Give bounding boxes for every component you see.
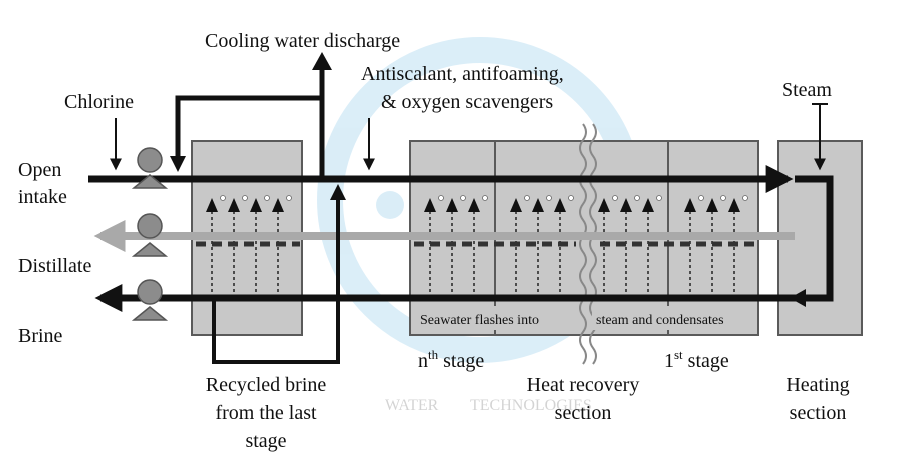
heating-section-label-line2: section <box>790 402 847 424</box>
open-intake-label-line2: intake <box>18 186 67 208</box>
vapor-arrowhead <box>510 198 522 212</box>
condensate-drop <box>220 195 226 201</box>
vapor-arrowhead <box>728 198 740 212</box>
vapor-arrowhead <box>206 198 218 212</box>
vapor-arrowhead <box>446 198 458 212</box>
cooling-return-loop <box>175 95 322 160</box>
condensate-drop <box>568 195 574 201</box>
condensate-drop <box>286 195 292 201</box>
steam-label: Steam <box>782 79 832 101</box>
recycled-brine-label-line1: Recycled brine <box>206 374 327 396</box>
condensate-drop <box>242 195 248 201</box>
condensate-drop <box>742 195 748 201</box>
condensate-drop <box>612 195 618 201</box>
cooling-return-arrowhead <box>170 156 186 172</box>
cooling-discharge-arrowhead <box>312 52 332 70</box>
first-stage-label: 1st stage <box>664 347 729 372</box>
condensate-drop <box>264 195 270 201</box>
heat-recovery-label-line2: section <box>555 402 612 424</box>
nth-stage-label: nth stage <box>418 347 484 372</box>
condensate-drop <box>438 195 444 201</box>
chemicals-label-line2: & oxygen scavengers <box>381 91 553 113</box>
vapor-arrowhead <box>468 198 480 212</box>
vapor-arrowhead <box>532 198 544 212</box>
recycled-brine-label-line3: stage <box>245 430 286 452</box>
flash-note-right: steam and condensates <box>596 313 724 328</box>
vapor-arrowhead <box>272 198 284 212</box>
recycled-brine-arrowhead <box>330 184 346 200</box>
condensate-drop <box>546 195 552 201</box>
flash-note-bg <box>592 306 752 330</box>
condensate-drop <box>482 195 488 201</box>
vapor-arrowhead <box>554 198 566 212</box>
condensate-drop <box>720 195 726 201</box>
watermark-word-1: WATER <box>385 397 439 414</box>
flash-note-left: Seawater flashes into <box>420 313 539 328</box>
condensate-drop <box>524 195 530 201</box>
section-break-wavy <box>579 123 587 365</box>
vapor-arrowhead <box>706 198 718 212</box>
cooling-water-discharge-label: Cooling water discharge <box>205 30 400 52</box>
brine-label: Brine <box>18 325 63 347</box>
recycled-brine-label-line2: from the last <box>215 402 317 424</box>
condensate-drop <box>460 195 466 201</box>
vapor-arrowhead <box>250 198 262 212</box>
vapor-arrowhead <box>684 198 696 212</box>
watermark-word-2: TECHNOLOGIES <box>470 397 592 414</box>
open-intake-label-line1: Open <box>18 159 61 181</box>
condensate-drop <box>634 195 640 201</box>
recycled-brine-loop <box>212 195 340 364</box>
chlorine-label: Chlorine <box>64 91 134 113</box>
condensate-drop <box>698 195 704 201</box>
distillate-label: Distillate <box>18 255 91 277</box>
flash-arrows <box>206 195 748 292</box>
vapor-arrowhead <box>598 198 610 212</box>
vapor-arrowhead <box>424 198 436 212</box>
condensate-drop <box>656 195 662 201</box>
pump-icon <box>131 213 169 257</box>
heat-recovery-label-line1: Heat recovery <box>527 374 640 396</box>
heating-section-label-line1: Heating <box>786 374 849 396</box>
heating-loop <box>795 175 834 302</box>
vapor-arrowhead <box>642 198 654 212</box>
pump-icon <box>131 279 169 321</box>
pump-icon <box>131 147 169 189</box>
vapor-arrowhead <box>228 198 240 212</box>
vapor-arrowhead <box>620 198 632 212</box>
flash-note-bg <box>415 306 573 330</box>
chemicals-label-line1: Antiscalant, antifoaming, <box>361 63 564 85</box>
